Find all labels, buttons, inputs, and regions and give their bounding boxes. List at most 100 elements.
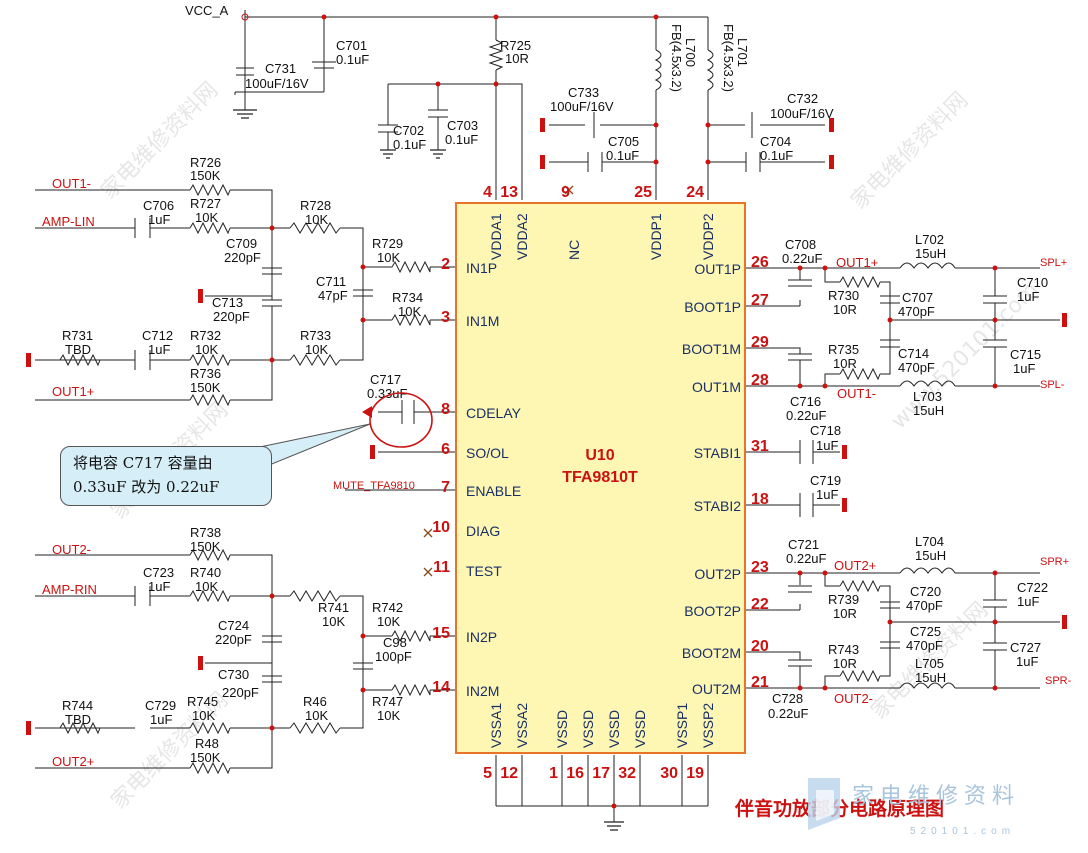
component-ref: R48 — [195, 736, 219, 751]
pin-number: 27 — [751, 292, 769, 309]
component-ref: C714 — [898, 346, 929, 361]
pin-name: BOOT1P — [684, 299, 741, 315]
pin-name: BOOT2M — [682, 645, 741, 661]
pin-number: 11 — [433, 559, 450, 576]
pin-name: OUT1M — [692, 379, 741, 395]
pin-name: VSSA2 — [514, 703, 530, 748]
brand-logo: 家电维修资料 520101.com — [808, 778, 1014, 837]
component-value: 15uH — [915, 246, 946, 261]
signal-spr-plus: SPR+ — [1040, 556, 1069, 568]
component-ref: L704 — [915, 534, 944, 549]
component-ref: C709 — [226, 236, 257, 251]
ground-symbol — [829, 118, 834, 132]
component-value: 15uH — [915, 548, 946, 563]
component-value: 10R — [833, 302, 857, 317]
junction-dots — [241, 13, 998, 809]
resistor-symbol — [488, 39, 504, 71]
component-value: 1uF — [816, 487, 838, 502]
component-value: 10R — [833, 606, 857, 621]
signal-spl-plus: SPL+ — [1040, 257, 1067, 269]
component-value: 0.22uF — [768, 706, 809, 721]
component-ref: C713 — [212, 295, 243, 310]
component-ref: R730 — [828, 288, 859, 303]
signal-spr-minus: SPR- — [1045, 675, 1072, 687]
component-ref: R736 — [190, 366, 221, 381]
component-value: 100pF — [375, 649, 412, 664]
component-value: 1uF — [816, 438, 838, 453]
component-ref: C732 — [787, 91, 818, 106]
inductor-symbol — [706, 49, 714, 91]
passive-symbols — [59, 39, 956, 775]
component-value: 1uF — [1013, 361, 1035, 376]
component-ref: C720 — [910, 584, 941, 599]
component-value: 10K — [377, 250, 400, 265]
component-value: 0.33uF — [367, 386, 408, 401]
pin-number: 5 — [483, 765, 492, 782]
pin-number: 3 — [441, 309, 450, 326]
component-value: 15uH — [915, 670, 946, 685]
component-ref: C719 — [810, 473, 841, 488]
component-value: FB(4.5x3.2) — [721, 24, 736, 92]
pin-name: OUT2P — [694, 566, 741, 582]
signal-out2-minus: OUT2- — [834, 691, 873, 706]
pin-number: 29 — [751, 334, 769, 351]
signal-out1-minus-input: OUT1- — [52, 176, 91, 191]
component-ref: C707 — [902, 290, 933, 305]
component-ref: C708 — [785, 237, 816, 252]
component-ref: L702 — [915, 232, 944, 247]
component-value: 100uF/16V — [550, 99, 614, 114]
pin-number: 19 — [686, 765, 704, 782]
chip-ref: U10 — [585, 447, 614, 464]
component-value: 0.1uF — [393, 137, 426, 152]
component-value: 47pF — [318, 288, 348, 303]
component-value: 150K — [190, 168, 221, 183]
ic-body — [455, 202, 746, 754]
signal-mute: MUTE_TFA9810 — [333, 480, 415, 492]
ground-symbol — [1062, 313, 1067, 327]
component-ref: R732 — [190, 328, 221, 343]
component-value: 470pF — [898, 360, 935, 375]
pin-name: VSSD — [580, 710, 596, 748]
pin-name: IN2P — [466, 629, 497, 645]
component-value: 100uF/16V — [770, 106, 834, 121]
component-ref: C723 — [143, 565, 174, 580]
pin-number: 9 — [561, 184, 570, 201]
component-value: 10K — [305, 708, 328, 723]
ground-symbol — [1062, 615, 1067, 629]
component-ref: L705 — [915, 656, 944, 671]
component-ref: C729 — [145, 698, 176, 713]
ground-symbol — [198, 656, 203, 670]
signal-out2-plus: OUT2+ — [834, 558, 876, 573]
signal-out2-plus-input: OUT2+ — [52, 754, 94, 769]
pin-name: OUT2M — [692, 681, 741, 697]
signal-out2-minus-input: OUT2- — [52, 542, 91, 557]
pin-name: NC — [566, 240, 582, 260]
pin-name: VDDP2 — [700, 213, 716, 260]
component-value: 0.1uF — [445, 132, 478, 147]
pin-name: SO/OL — [466, 445, 509, 461]
component-value: 1uF — [1017, 289, 1039, 304]
vcc-label: VCC_A — [185, 3, 229, 18]
component-value: 10K — [398, 304, 421, 319]
ground-symbol — [829, 155, 834, 169]
pin-number: 15 — [432, 625, 450, 642]
component-value: 220pF — [215, 632, 252, 647]
component-value: 220pF — [213, 309, 250, 324]
component-value: 10R — [505, 51, 529, 66]
pin-number: 13 — [500, 184, 518, 201]
component-value: 1uF — [148, 342, 170, 357]
pin-number: 2 — [441, 256, 450, 273]
component-ref: C715 — [1010, 347, 1041, 362]
ground-symbol — [26, 353, 31, 367]
component-ref: C730 — [218, 667, 249, 682]
component-ref: R739 — [828, 592, 859, 607]
component-value: 10R — [833, 656, 857, 671]
pin-number: 30 — [660, 765, 678, 782]
pin-number: 17 — [592, 765, 610, 782]
component-value: 150K — [190, 539, 221, 554]
pin-name: TEST — [466, 563, 502, 579]
pin-number: 26 — [751, 254, 769, 271]
component-value: 150K — [190, 380, 221, 395]
component-ref: R735 — [828, 342, 859, 357]
pin-name: DIAG — [466, 523, 500, 539]
